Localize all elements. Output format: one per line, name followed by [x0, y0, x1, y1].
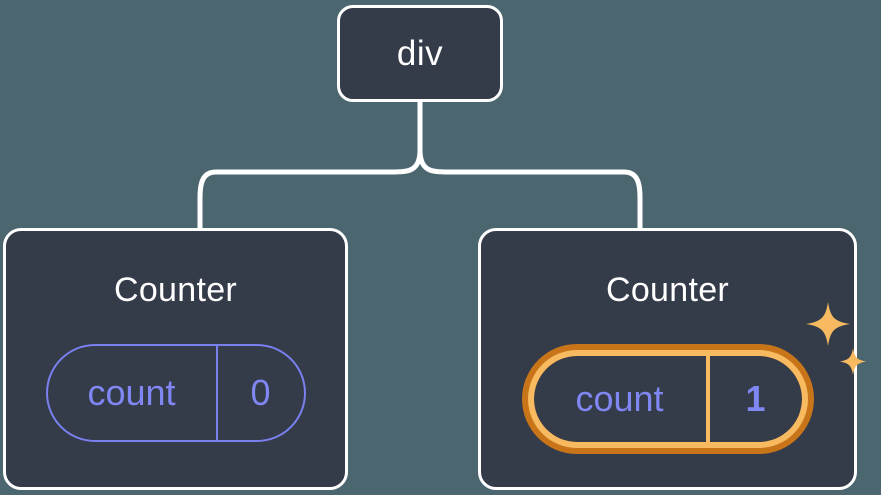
node-div-label: div	[396, 34, 444, 73]
node-counter-right[interactable]: Counter count 1	[478, 228, 866, 490]
node-counter-left[interactable]: Counter count 0	[3, 228, 348, 490]
state-name-left: count	[87, 372, 176, 413]
sparkle-large-icon	[805, 302, 850, 346]
node-counter-left-title: Counter	[113, 271, 238, 309]
node-div[interactable]: div	[337, 5, 503, 102]
node-counter-right-title: Counter	[605, 271, 730, 309]
state-name-right: count	[575, 378, 664, 419]
state-pill-left[interactable]: count 0	[45, 344, 306, 442]
state-value-left: 0	[215, 346, 304, 440]
connector-branch-left	[197, 147, 423, 231]
state-pill-wrap-left: count 0	[45, 344, 306, 442]
state-pill-right[interactable]: count 1	[534, 356, 802, 442]
state-pill-wrap-right: count 1	[534, 302, 866, 454]
connector-branch-right	[417, 147, 643, 231]
state-value-right: 1	[705, 356, 802, 442]
